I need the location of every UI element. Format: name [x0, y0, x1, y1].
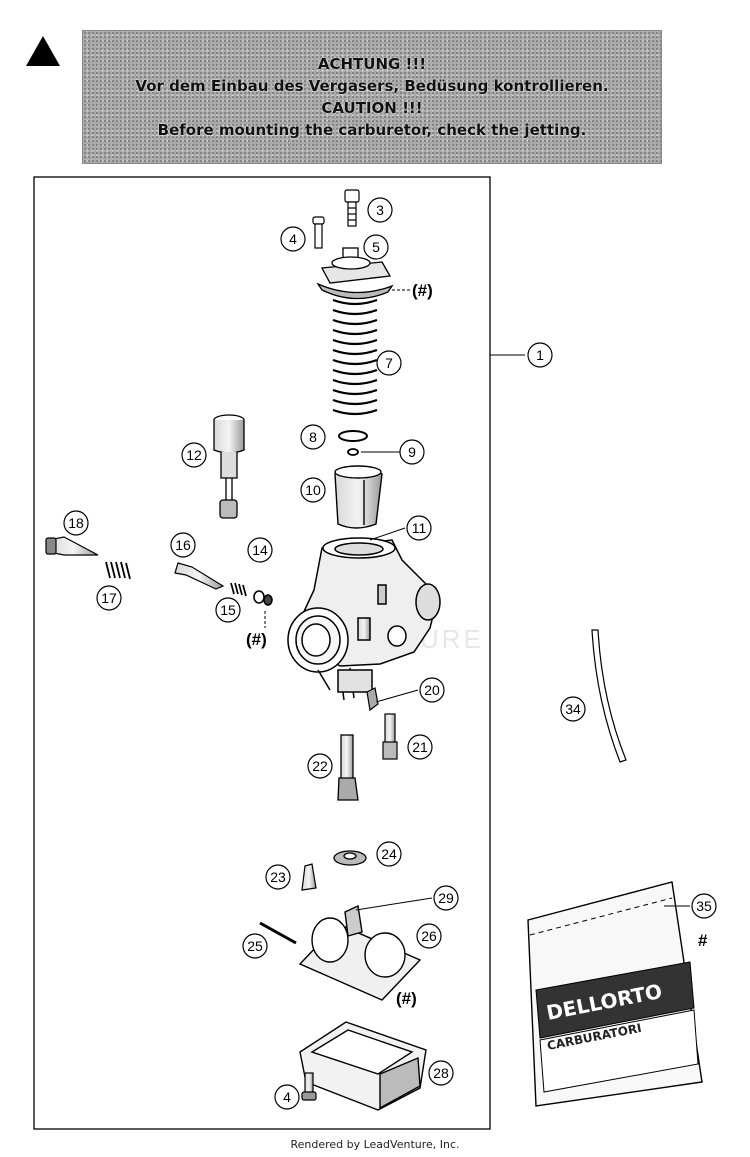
- callout-12: 12: [186, 447, 202, 463]
- callout-16: 16: [175, 537, 191, 553]
- part-35-jet-bag: DELLORTO CARBURATORI: [527, 881, 703, 1107]
- part-22-atomizer: [337, 734, 359, 801]
- part-16-mixture-screw: [174, 562, 225, 590]
- callout-23: 23: [270, 869, 286, 885]
- hash-ref-cap: (#): [412, 281, 433, 300]
- callout-10: 10: [305, 482, 321, 498]
- callout-28: 28: [433, 1065, 449, 1081]
- callout-35: 35: [696, 898, 712, 914]
- callout-circles: [63, 197, 717, 1110]
- callout-7: 7: [385, 355, 393, 371]
- hash-ref-washer: (#): [246, 630, 267, 649]
- callout-17: 17: [101, 590, 117, 606]
- part-23-float-needle: [301, 863, 317, 891]
- callout-4: 4: [289, 231, 297, 247]
- part-25-pin: [259, 921, 297, 945]
- callout-4-bowl: 4: [283, 1089, 291, 1105]
- callout-22: 22: [312, 758, 328, 774]
- part-18-screw: [45, 536, 99, 556]
- caution-heading-en: CAUTION !!!: [321, 99, 423, 117]
- callout-20: 20: [424, 682, 440, 698]
- warning-triangle-icon: [26, 36, 60, 66]
- callout-29: 29: [438, 890, 454, 906]
- callout-18: 18: [68, 515, 84, 531]
- part-17-spring: [105, 561, 131, 580]
- diagram-frame: [33, 176, 491, 1130]
- caution-text-de: Vor dem Einbau des Vergasers, Bedüsung k…: [135, 77, 609, 95]
- part-3-screw: [344, 189, 360, 227]
- part-28-float-bowl: [299, 1021, 427, 1111]
- part-10-slide: [334, 465, 383, 529]
- part-5-cap: [316, 247, 394, 300]
- caution-banner: ACHTUNG !!! Vor dem Einbau des Vergasers…: [82, 30, 662, 164]
- callout-21: 21: [412, 739, 428, 755]
- callout-26: 26: [421, 928, 437, 944]
- callout-11: 11: [412, 520, 427, 536]
- part-14-washer: [253, 590, 273, 606]
- caution-text-en: Before mounting the carburetor, check th…: [157, 121, 587, 139]
- footer-credit: Rendered by LeadVenture, Inc.: [290, 1138, 460, 1151]
- callout-25: 25: [247, 938, 263, 954]
- part-21-needle-jet: [382, 713, 398, 760]
- callout-34: 34: [565, 701, 581, 717]
- callout-9: 9: [408, 444, 416, 460]
- part-4-bowl-screw: [301, 1072, 317, 1101]
- part-26-float: [298, 904, 422, 1001]
- part-12-choke-plunger: [213, 414, 245, 519]
- part-15-spring: [230, 582, 247, 597]
- leader-lines: [355, 289, 690, 911]
- callout-5: 5: [372, 239, 380, 255]
- part-9-ring: [347, 448, 359, 456]
- part-34-hose: [591, 629, 627, 763]
- hash-mark-bag: #: [698, 931, 708, 950]
- callout-8: 8: [309, 429, 317, 445]
- hash-ref-gasket: (#): [396, 989, 417, 1008]
- part-20-jet: [366, 687, 379, 712]
- part-8-clip: [338, 430, 368, 442]
- callout-1: 1: [536, 347, 544, 363]
- callout-14: 14: [252, 542, 268, 558]
- callout-3: 3: [376, 202, 384, 218]
- part-24-seat: [333, 850, 367, 866]
- part-11-carburetor-body: [287, 537, 441, 701]
- caution-heading-de: ACHTUNG !!!: [317, 55, 427, 73]
- callout-24: 24: [381, 846, 397, 862]
- part-4-screw: [312, 216, 325, 249]
- callout-15: 15: [220, 602, 236, 618]
- part-7-spring: [332, 298, 378, 416]
